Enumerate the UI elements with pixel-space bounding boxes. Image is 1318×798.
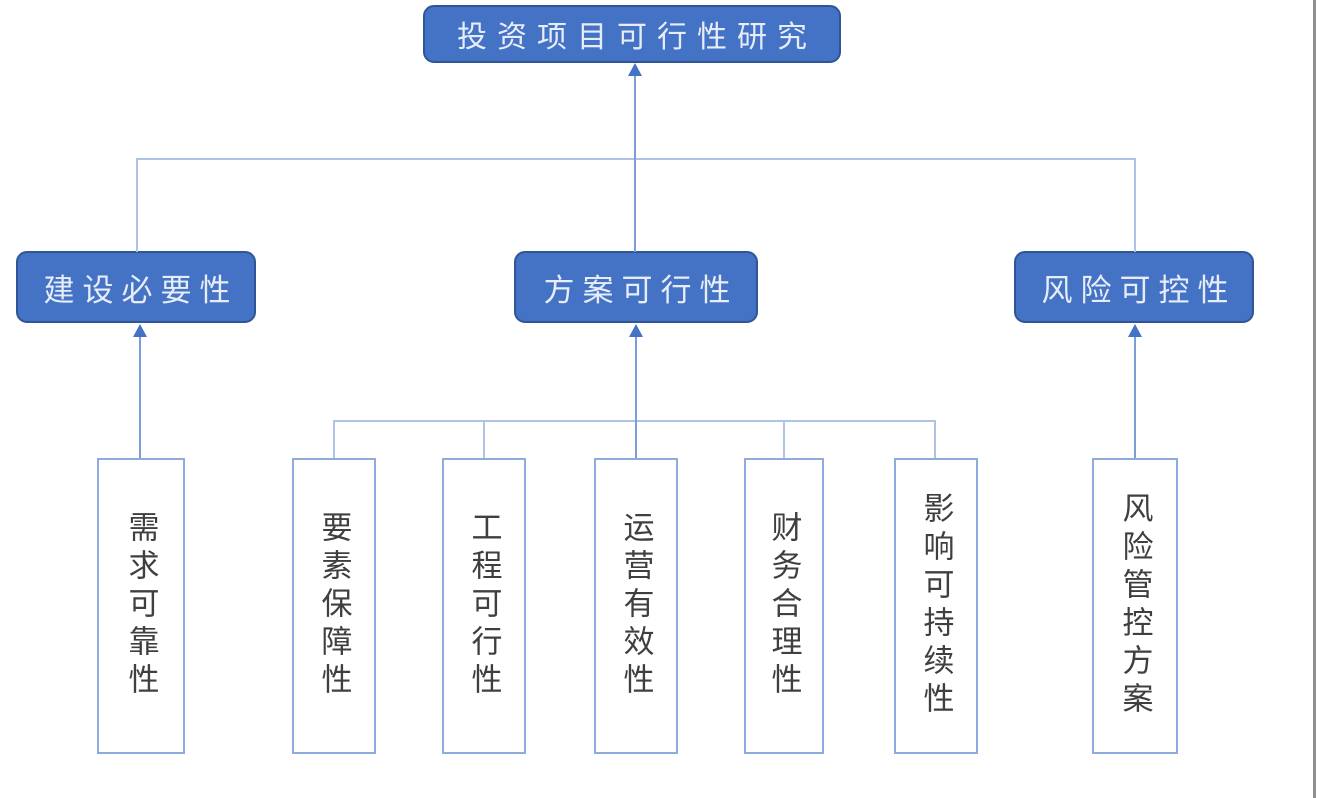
leaf-engineering-feasibility: 工程可行性 xyxy=(442,458,526,754)
leaf-risk-control-plan: 风险管控方案 xyxy=(1092,458,1178,754)
connector-impact-up xyxy=(934,420,936,458)
leaf-label: 要素保障性 xyxy=(316,511,352,701)
leaf-element-guarantee: 要素保障性 xyxy=(292,458,376,754)
screen-right-border xyxy=(1313,0,1316,798)
leaf-label: 影响可持续性 xyxy=(918,492,954,720)
connector-plan-to-root xyxy=(634,74,636,252)
leaf-demand-reliability: 需求可靠性 xyxy=(97,458,185,754)
connector-engineering-up xyxy=(483,420,485,458)
connector-risk-up xyxy=(1134,158,1136,252)
node-label: 风险可控性 xyxy=(1041,272,1237,308)
node-label: 投资项目可行性研究 xyxy=(457,21,817,54)
connector-level1-horizontal xyxy=(137,158,1135,160)
node-label: 方案可行性 xyxy=(543,272,739,308)
node-plan-feasibility: 方案可行性 xyxy=(514,251,758,323)
node-risk-controllability: 风险可控性 xyxy=(1014,251,1254,323)
connector-demand-to-construction xyxy=(139,336,141,458)
connector-element-up xyxy=(333,420,335,458)
arrow-up-icon xyxy=(628,63,642,76)
leaf-label: 工程可行性 xyxy=(466,511,502,701)
node-construction-necessity: 建设必要性 xyxy=(16,251,256,323)
leaf-operation-effectiveness: 运营有效性 xyxy=(594,458,678,754)
leaf-impact-sustainability: 影响可持续性 xyxy=(894,458,978,754)
leaf-label: 运营有效性 xyxy=(618,511,654,701)
leaf-label: 风险管控方案 xyxy=(1117,492,1153,720)
arrow-up-icon xyxy=(629,324,643,337)
arrow-up-icon xyxy=(1128,324,1142,337)
connector-construction-up xyxy=(136,158,138,252)
arrow-up-icon xyxy=(133,324,147,337)
connector-financial-up xyxy=(783,420,785,458)
node-feasibility-study: 投资项目可行性研究 xyxy=(423,5,841,63)
leaf-financial-rationality: 财务合理性 xyxy=(744,458,824,754)
leaf-label: 财务合理性 xyxy=(766,511,802,701)
node-label: 建设必要性 xyxy=(43,272,239,308)
leaf-label: 需求可靠性 xyxy=(123,511,159,701)
connector-operation-to-plan xyxy=(635,336,637,458)
connector-riskplan-to-risk xyxy=(1134,336,1136,458)
